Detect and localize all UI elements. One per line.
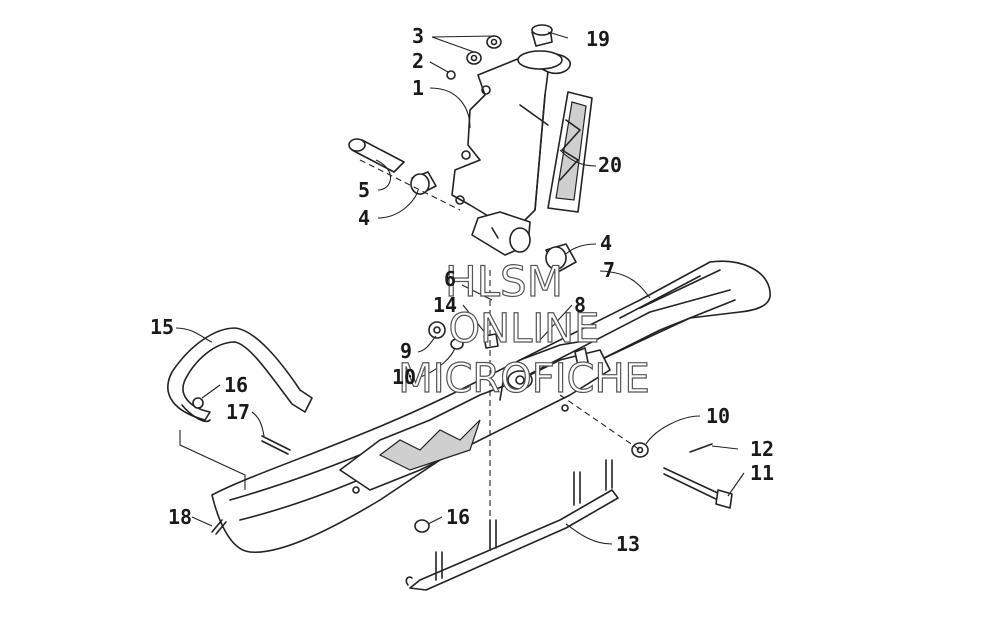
callout-18: 18 [168,505,192,529]
ski-part [211,260,771,554]
callout-9: 9 [400,339,412,363]
spindle-part [451,50,571,256]
callout-20: 20 [598,153,622,177]
cap-part [531,24,553,47]
watermark-line-3: MICROFICHE [398,356,650,402]
callout-10-right: 10 [706,404,730,428]
callout-8: 8 [574,293,586,317]
callout-1: 1 [412,76,424,100]
decal-part [547,91,593,213]
handle-loop-part [167,327,313,423]
callout-11: 11 [750,461,774,485]
callout-19: 19 [586,27,610,51]
callout-12: 12 [750,437,774,461]
callout-2: 2 [412,49,424,73]
bolt-part [631,442,733,509]
watermark-line-2: ONLINE [449,306,600,352]
callout-labels: 3 19 2 1 20 5 4 4 6 7 8 14 15 9 10 16 17… [150,24,774,556]
leader-lines [175,31,745,545]
watermark: HLSM ONLINE MICROFICHE [398,256,651,402]
wear-bar-part [405,459,619,591]
callout-4-left: 4 [358,206,370,230]
callout-3: 3 [412,24,424,48]
callout-15: 15 [150,315,174,339]
callout-16-bottom: 16 [446,505,470,529]
callout-16-top: 16 [224,373,248,397]
callout-17: 17 [226,400,250,424]
callout-14: 14 [433,293,457,317]
callout-5: 5 [358,178,370,202]
callout-4-right: 4 [600,231,612,255]
callout-10-left: 10 [392,365,416,389]
small-hardware-parts [192,321,499,535]
callout-7: 7 [603,258,615,282]
bushing-part [348,138,577,273]
callout-6: 6 [444,267,456,291]
callout-13: 13 [616,532,640,556]
watermark-line-1: HLSM [445,257,563,306]
